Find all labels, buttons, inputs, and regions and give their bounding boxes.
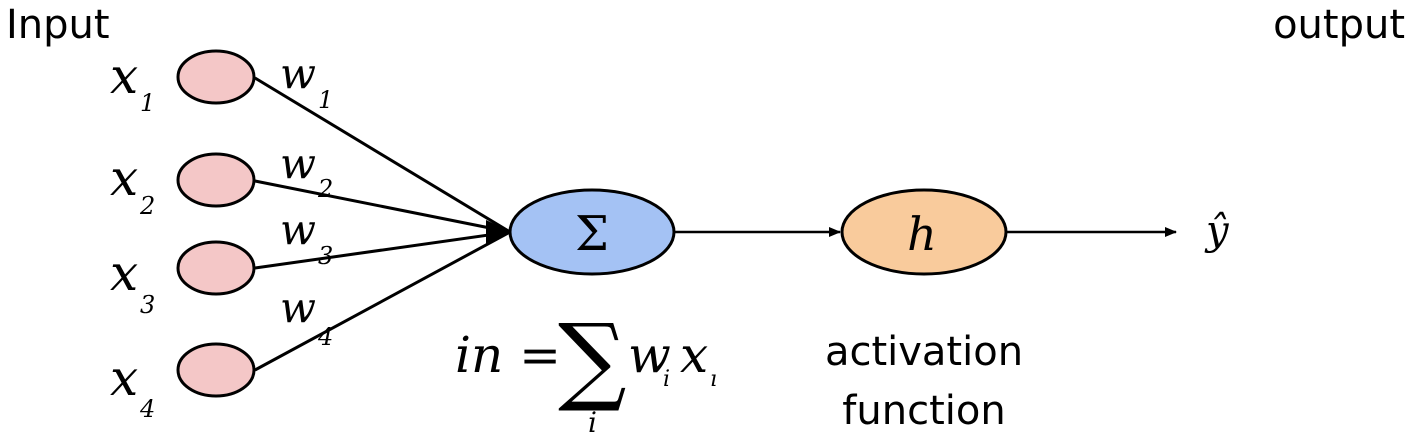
input-node-2 bbox=[176, 152, 256, 208]
output-label: output bbox=[1273, 2, 1405, 48]
weight-line-4 bbox=[254, 230, 511, 372]
input-var-2-sub: 2 bbox=[139, 192, 155, 220]
input-arrowhead bbox=[486, 220, 512, 246]
formula-sigma: ∑ bbox=[558, 303, 627, 415]
input-node-3 bbox=[176, 240, 256, 296]
weight-label-3: w bbox=[280, 205, 316, 254]
formula-x: x bbox=[680, 326, 708, 384]
input-node-1 bbox=[176, 49, 256, 105]
weight-label-1: w bbox=[280, 49, 316, 98]
input-var-4: x bbox=[110, 349, 138, 407]
input-var-1-sub: 1 bbox=[140, 89, 155, 117]
summation-symbol: Σ bbox=[575, 206, 609, 262]
weight-line-2 bbox=[254, 179, 511, 234]
formula-under: i bbox=[588, 406, 597, 435]
formula-w-sub: i bbox=[663, 367, 670, 392]
activation-symbol: h bbox=[907, 207, 937, 261]
weight-label-1-sub: 1 bbox=[318, 86, 333, 114]
weight-label-4: w bbox=[280, 283, 316, 332]
input-label: Input bbox=[6, 2, 110, 48]
weight-line-1 bbox=[254, 76, 511, 234]
weight-label-2: w bbox=[280, 139, 316, 188]
weight-line-3 bbox=[254, 230, 511, 270]
activation-label-line1: activation bbox=[825, 329, 1023, 375]
input-var-2: x bbox=[110, 149, 138, 207]
input-var-1: x bbox=[110, 47, 138, 105]
input-node-4 bbox=[176, 342, 256, 398]
weight-label-3-sub: 3 bbox=[318, 242, 333, 270]
formula-x-sub: ı bbox=[710, 367, 717, 392]
input-var-3-sub: 3 bbox=[140, 291, 155, 319]
formula-lhs: in = bbox=[455, 326, 561, 384]
input-var-3: x bbox=[110, 244, 138, 302]
output-symbol: ŷ bbox=[1204, 208, 1230, 254]
formula-w: w bbox=[628, 326, 671, 384]
activation-label-line2: function bbox=[842, 388, 1005, 434]
weight-label-4-sub: 4 bbox=[317, 323, 333, 351]
input-var-4-sub: 4 bbox=[139, 395, 155, 423]
weight-label-2-sub: 2 bbox=[317, 175, 333, 203]
